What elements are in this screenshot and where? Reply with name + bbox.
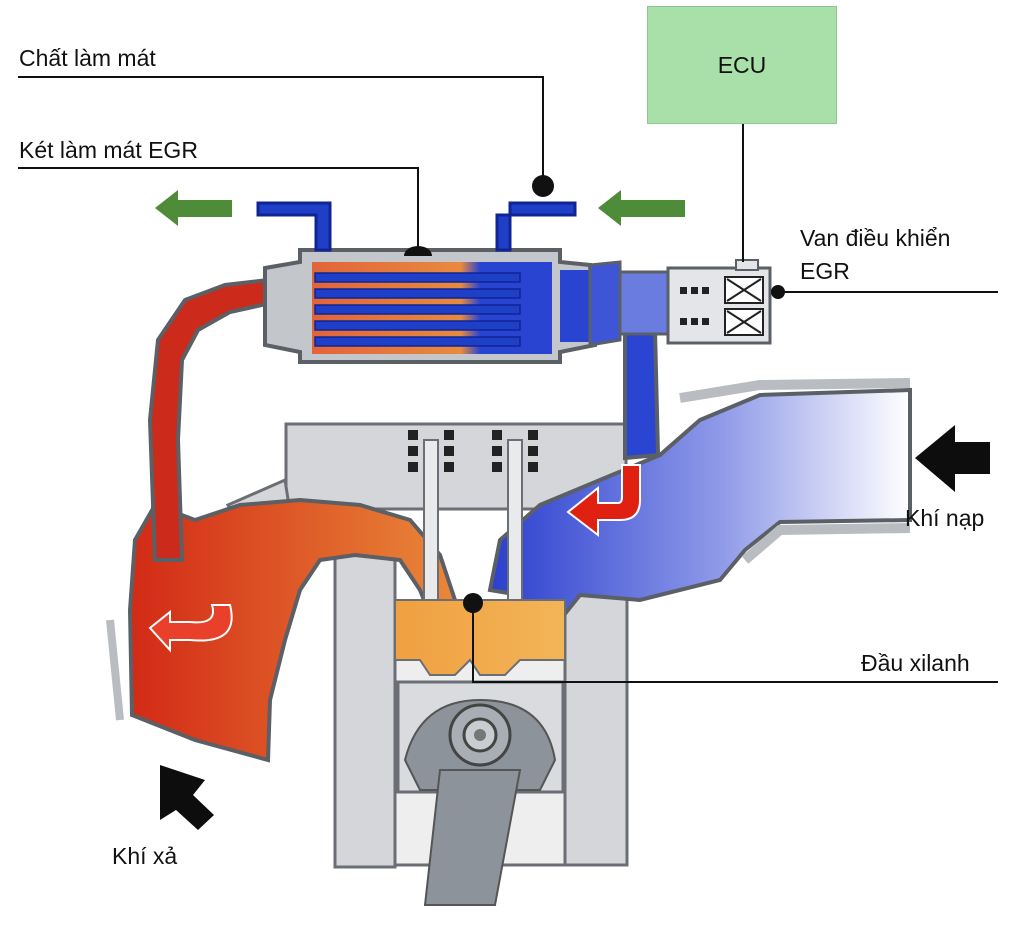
- intake-label: Khí nạp: [905, 505, 985, 531]
- cylinder-head-label: Đầu xilanh: [861, 650, 970, 676]
- leader-lines: [18, 76, 998, 683]
- exhaust-gas-arrow: [160, 765, 214, 830]
- ecu-label: ECU: [717, 51, 767, 78]
- coolant-inlet-pipe: [495, 201, 577, 252]
- cooler-valve-connector: [588, 260, 622, 347]
- intake-manifold: [487, 378, 912, 622]
- egr-valve: [618, 259, 772, 345]
- intake-exhaust-valves: [408, 430, 538, 611]
- coolant-label: Chất làm mát: [19, 45, 156, 71]
- egr-cooler: [263, 248, 600, 364]
- ecu-box: ECU: [647, 6, 837, 124]
- leader-dots: [404, 175, 785, 613]
- piston: [396, 680, 565, 906]
- egr-return-pipe: [623, 328, 661, 461]
- exhaust-label: Khí xả: [112, 843, 178, 869]
- egr-valve-label-line2: EGR: [800, 258, 850, 284]
- exhaust-swirl-arrow: [148, 604, 233, 653]
- coolant-outlet-pipe: [256, 201, 332, 252]
- intake-air-arrow: [915, 425, 990, 492]
- combustion-chamber: [394, 599, 566, 676]
- coolant-in-arrow: [598, 190, 685, 226]
- egr-cooler-label: Két làm mát EGR: [19, 137, 198, 163]
- egr-gas-arrow: [566, 464, 641, 538]
- connecting-rod: [423, 769, 522, 906]
- egr-valve-label-line1: Van điều khiển: [800, 225, 951, 251]
- coolant-out-arrow: [155, 190, 232, 226]
